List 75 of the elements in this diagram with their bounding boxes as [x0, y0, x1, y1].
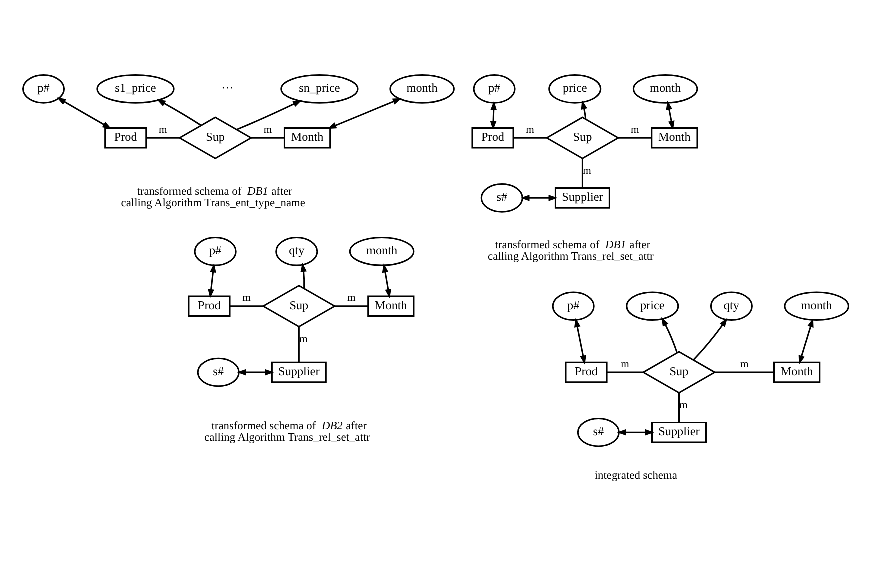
- node-ellipse: qty: [276, 237, 318, 266]
- node-ellipse: p#: [552, 292, 595, 322]
- edge-label: m: [526, 124, 534, 136]
- node-box: Month: [651, 127, 698, 149]
- arrow: [798, 318, 814, 365]
- connector: [607, 372, 644, 374]
- node-ellipse: s#: [480, 184, 524, 213]
- node-ellipse: s#: [197, 358, 240, 388]
- node-ellipse: sn_price: [280, 74, 359, 104]
- edge-label: m: [347, 293, 356, 304]
- arrow: [57, 98, 112, 130]
- node-ellipse: qty: [710, 292, 753, 322]
- node-box: Prod: [104, 127, 148, 149]
- node-ellipse: s1_price: [96, 74, 175, 104]
- connector: [251, 137, 285, 139]
- arrow: [236, 100, 302, 130]
- node-box: Month: [774, 362, 821, 384]
- arrow: [617, 429, 654, 436]
- connector: [678, 393, 680, 423]
- node-diamond: Sup: [642, 351, 716, 394]
- connector: [514, 137, 547, 139]
- node-ellipse: p#: [473, 74, 516, 104]
- arrow: [156, 99, 202, 126]
- connector: [715, 372, 774, 374]
- connector: [618, 137, 652, 139]
- arrow: [328, 98, 402, 130]
- arrow: [382, 264, 392, 299]
- node-box: Prod: [565, 362, 608, 384]
- edge-label: m: [158, 124, 168, 136]
- label: ···: [222, 81, 234, 96]
- node-box: Supplier: [652, 422, 707, 444]
- edge-label: m: [631, 124, 640, 136]
- node-diamond: Sup: [545, 116, 620, 160]
- node-ellipse: p#: [22, 74, 66, 104]
- arrow: [666, 100, 675, 130]
- edge-label: m: [621, 359, 630, 370]
- edge-label: m: [300, 334, 308, 346]
- label: transformed schema of DB1 after calling Algorithm Trans_rel_set_attr: [488, 240, 654, 264]
- connector: [582, 158, 584, 188]
- node-ellipse: month: [632, 74, 698, 104]
- arrow: [237, 369, 274, 376]
- arrow: [581, 100, 588, 120]
- node-box: Month: [368, 296, 415, 318]
- label: transformed schema of DB1 after calling Algorithm Trans_ent_type_name: [121, 186, 306, 210]
- node-diamond: Sup: [178, 116, 253, 160]
- node-box: Supplier: [554, 188, 610, 209]
- node-ellipse: p#: [194, 237, 237, 266]
- label: integrated schema: [594, 470, 678, 482]
- edge-label: m: [264, 124, 272, 136]
- arrow: [208, 264, 216, 299]
- node-box: Supplier: [271, 362, 327, 384]
- node-box: Prod: [472, 127, 514, 149]
- arrow: [520, 194, 558, 202]
- node-ellipse: price: [626, 292, 680, 322]
- arrow: [490, 101, 498, 130]
- node-box: Month: [284, 127, 332, 149]
- edge-label: m: [740, 359, 749, 370]
- arrow: [693, 318, 728, 361]
- connector: [230, 306, 264, 308]
- node-diamond: Sup: [262, 285, 336, 328]
- edge-label: m: [583, 166, 592, 177]
- edge-label: m: [242, 293, 251, 304]
- arrow: [574, 318, 586, 365]
- node-ellipse: s#: [577, 418, 620, 448]
- label: transformed schema of DB2 after calling Algorithm Trans_rel_set_attr: [204, 420, 370, 444]
- arrow: [662, 317, 678, 354]
- node-ellipse: price: [548, 74, 602, 104]
- connector: [146, 137, 180, 139]
- node-box: Prod: [188, 296, 231, 318]
- connector: [335, 306, 368, 308]
- edge-label: m: [680, 400, 688, 412]
- node-ellipse: month: [349, 237, 415, 266]
- arrow: [300, 263, 307, 289]
- connector: [298, 327, 300, 362]
- node-ellipse: month: [784, 292, 850, 322]
